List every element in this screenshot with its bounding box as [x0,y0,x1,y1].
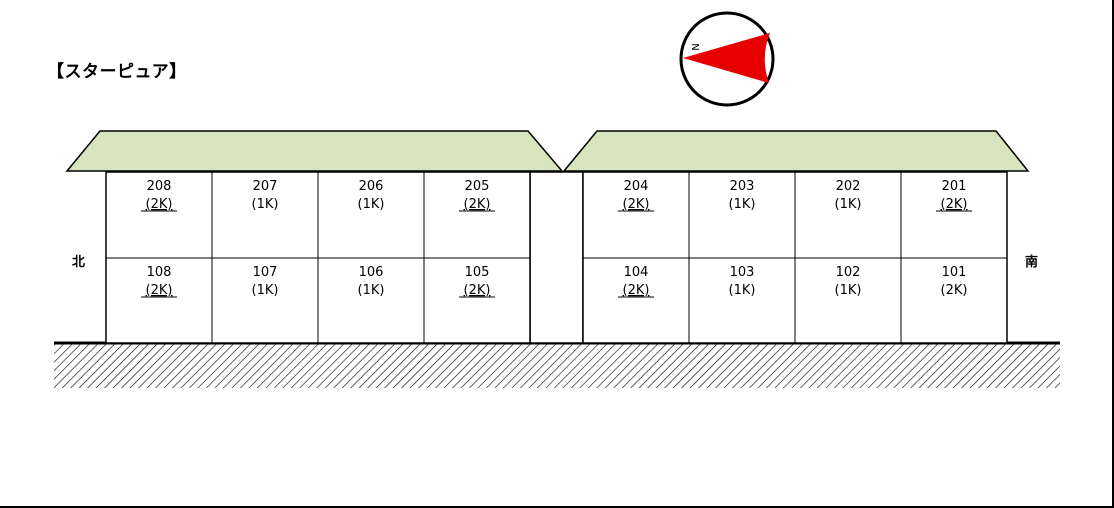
building-left: 208 (2K) 207 (1K) 206 (1K) 205 (2K) 108 (2K) 107 (1… [65,130,584,344]
room-number: 106 [359,265,384,280]
room-number: 207 [253,179,278,194]
room-number: 201 [942,179,967,194]
room-type: (2K) [941,197,968,212]
ground [54,341,1060,388]
room-type: (2K) [623,197,650,212]
roof-right [562,130,1030,172]
room-type: (2K) [146,283,173,298]
rooms-right: 204 (2K) 203 (1K) 202 (1K) 201 (2K) 104 (2K) 103 (1… [618,179,972,298]
room-number: 103 [730,265,755,280]
compass: N [679,11,775,107]
room-type: (1K) [252,197,279,212]
room-type: (1K) [252,283,279,298]
room-number: 204 [624,179,649,194]
building-title: 【スターピュア】 [47,62,187,82]
building-right: 204 (2K) 203 (1K) 202 (1K) 201 (2K) 104 (2K) 103 (1… [562,130,1030,344]
room-number: 202 [836,179,861,194]
room-type: (1K) [358,197,385,212]
room-type: (2K) [146,197,173,212]
room-type: (2K) [941,283,968,298]
south-label: 南 [1025,255,1039,270]
room-number: 107 [253,265,278,280]
room-type: (1K) [835,197,862,212]
room-number: 101 [942,265,967,280]
stair-area-left [529,171,584,344]
room-number: 105 [465,265,490,280]
roof-left [65,130,564,172]
room-number: 205 [465,179,490,194]
rooms-left: 208 (2K) 207 (1K) 206 (1K) 205 (2K) 108 (2K) 107 (1… [141,179,495,298]
room-type: (1K) [729,197,756,212]
room-type: (1K) [835,283,862,298]
room-type: (1K) [358,283,385,298]
room-type: (1K) [729,283,756,298]
room-number: 203 [730,179,755,194]
room-type: (2K) [464,197,491,212]
room-type: (2K) [464,283,491,298]
room-number: 104 [624,265,649,280]
room-number: 108 [147,265,172,280]
compass-needle-icon [683,33,770,83]
compass-n-label: N [689,43,700,50]
room-type: (2K) [623,283,650,298]
north-label: 北 [72,255,86,270]
room-number: 102 [836,265,861,280]
room-number: 206 [359,179,384,194]
ground-hatch [54,344,1060,388]
room-number: 208 [147,179,172,194]
